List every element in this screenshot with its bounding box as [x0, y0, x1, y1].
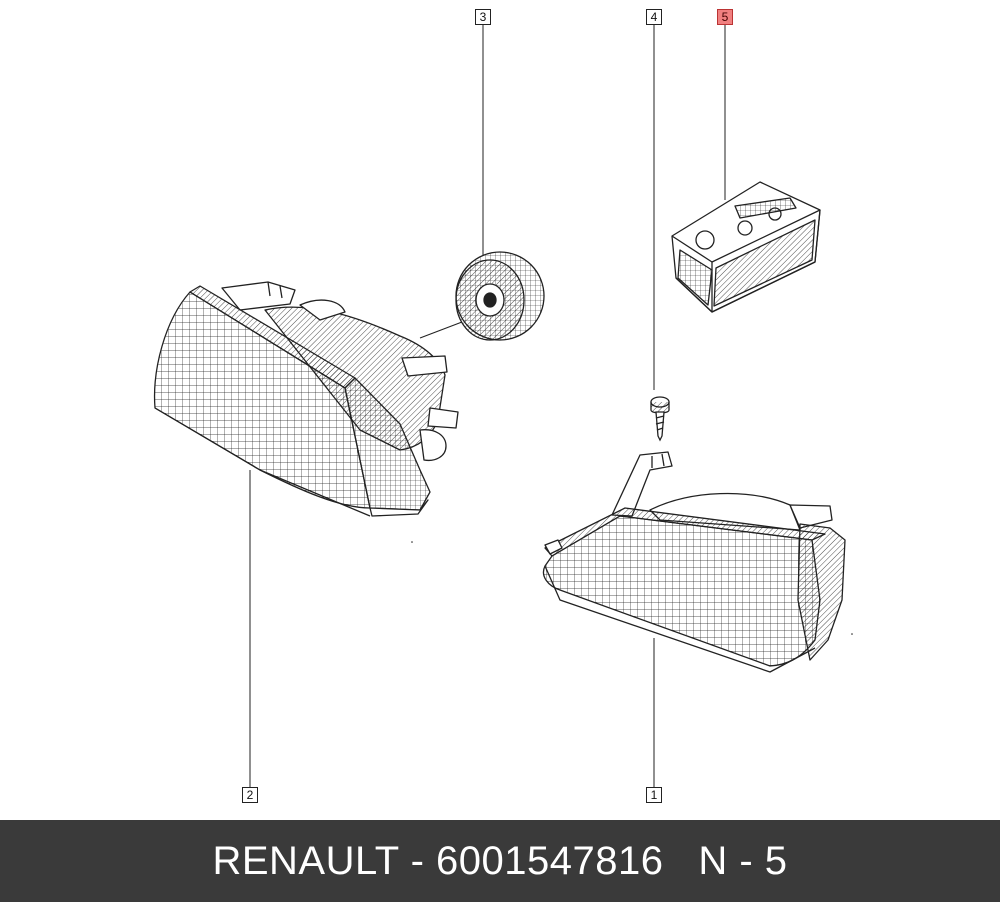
part-number-caption: RENAULT - 6001547816 N - 5	[212, 838, 788, 883]
leader-lines	[249, 25, 726, 787]
speck	[851, 633, 853, 635]
callout-5[interactable]: 5	[717, 9, 733, 25]
callout-1[interactable]: 1	[646, 787, 662, 803]
callout-2[interactable]: 2	[242, 787, 258, 803]
speck	[411, 541, 413, 543]
callout-4[interactable]: 4	[646, 9, 662, 25]
bulb-cap-icon	[455, 251, 545, 341]
leader-line-3b	[419, 321, 463, 339]
left-headlamp-icon	[153, 281, 459, 517]
screw-icon	[650, 396, 670, 442]
exploded-parts-diagram	[153, 25, 853, 787]
footer-bar: RENAULT - 6001547816 N - 5	[0, 820, 1000, 902]
right-headlamp-icon	[542, 451, 846, 673]
bulb-kit-box-icon	[671, 181, 821, 313]
callout-3[interactable]: 3	[475, 9, 491, 25]
